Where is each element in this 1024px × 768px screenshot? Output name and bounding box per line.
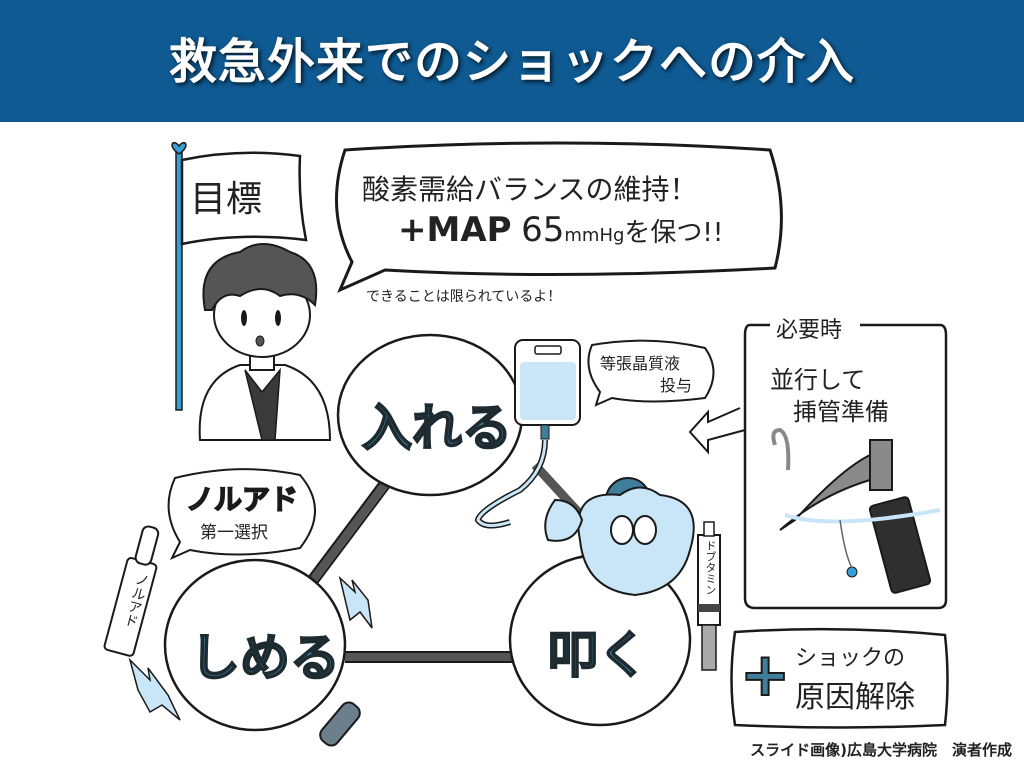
- ampule-icon: [103, 525, 160, 657]
- when-needed-line2: 挿管準備: [793, 398, 889, 426]
- burst-icon: [338, 575, 373, 629]
- plus-box-line2: 原因解除: [795, 680, 915, 715]
- syringe-icon: [697, 521, 721, 671]
- laryngoscope-icon: [771, 427, 941, 594]
- map-prefix: +MAP: [398, 210, 512, 250]
- plus-icon: +: [739, 639, 791, 711]
- constrict-circle: [163, 558, 347, 732]
- vessel-icon: [319, 701, 361, 747]
- constrict-label: しめる: [189, 628, 341, 688]
- slide-title: 救急外来でのショックへの介入: [168, 34, 855, 90]
- when-needed-box: [743, 323, 948, 610]
- slide-header: 救急外来でのショックへの介入: [0, 0, 1024, 122]
- map-suffix: を保つ!!: [624, 218, 724, 248]
- goal-flag-label: 目標: [190, 179, 263, 220]
- image-credit: スライド画像)広島大学病院 演者作成: [750, 741, 1012, 759]
- goal-line1: 酸素需給バランスの維持！: [362, 173, 698, 206]
- map-value: 65: [521, 210, 565, 250]
- noradrenaline-title: ノルアド: [185, 482, 299, 517]
- goal-line2: +MAP 65mmHgを保つ!!: [398, 210, 723, 250]
- noradrenaline-sub: 第一選択: [200, 523, 268, 543]
- when-needed-line1: 並行して: [770, 366, 866, 394]
- plus-box: [730, 627, 949, 729]
- isotonic-bubble: [587, 339, 715, 407]
- goal-aside: できることは限られているよ！: [366, 289, 562, 305]
- noradrenaline-bubble: [167, 468, 316, 561]
- goal-speech-bubble: [335, 141, 783, 293]
- arrow-left-icon: [688, 407, 746, 455]
- syringe-label: ドブタミン: [704, 540, 717, 595]
- heart-character: [544, 477, 695, 597]
- isotonic-note-line2: 投与: [660, 376, 693, 395]
- map-unit: mmHg: [564, 225, 625, 246]
- beat-label: 叩く: [547, 625, 649, 685]
- plus-box-line1: ショックの: [795, 646, 906, 671]
- fill-label: 入れる: [361, 398, 513, 458]
- burst-icon: [128, 657, 181, 721]
- isotonic-note-line1: 等張晶質液: [600, 354, 681, 373]
- iv-bag-icon: [474, 339, 581, 529]
- doctor-illustration: [198, 243, 332, 441]
- goal-flag: [171, 142, 308, 411]
- when-needed-header: 必要時: [772, 312, 847, 344]
